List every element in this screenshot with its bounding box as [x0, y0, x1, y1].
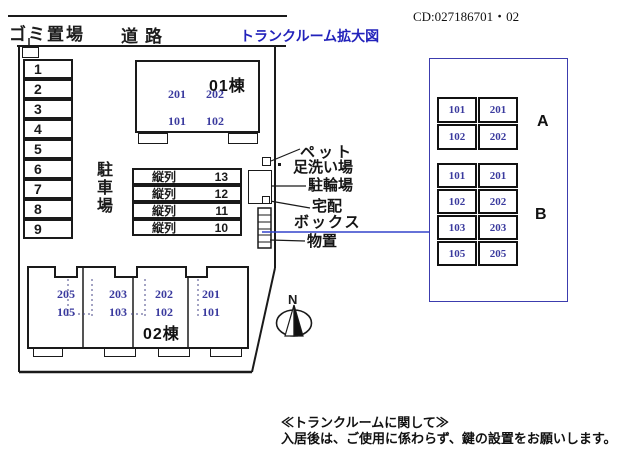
footer-note-title: ≪トランクルームに関して≫: [281, 415, 449, 430]
unit-number: 201: [168, 87, 186, 101]
building01-entrance: [138, 133, 168, 144]
unit-number: 205: [57, 287, 75, 301]
compass-north-label: N: [288, 292, 298, 307]
trunk-section-b-label: B: [535, 206, 547, 223]
trunk-cell: 101: [437, 163, 477, 188]
tandem-label: 縦列: [152, 170, 177, 184]
trunk-cell: 102: [437, 124, 477, 150]
building02-name: 02棟: [143, 326, 180, 343]
unit-number: 103: [109, 305, 127, 319]
tandem-row: 縦列 12: [132, 185, 242, 202]
pet-wash-label-line1: ペット: [300, 144, 355, 161]
trunk-diagram-title: トランクルーム拡大図: [240, 28, 380, 44]
parking-stall: 1: [23, 59, 73, 79]
trunk-cell: 205: [478, 241, 518, 266]
unit-number: 101: [202, 305, 220, 319]
building02-entrance: [104, 348, 136, 357]
parking-stall: 2: [23, 79, 73, 99]
bicycle-parking-label: 駐輪場: [308, 177, 354, 194]
parking-stall: 7: [23, 179, 73, 199]
building02-entrance: [33, 348, 63, 357]
compass-icon: [275, 304, 313, 337]
parking-stall: 3: [23, 99, 73, 119]
tandem-number: 11: [215, 203, 228, 218]
tandem-row: 縦列 13: [132, 168, 242, 185]
building01-name: 01棟: [209, 78, 246, 95]
tandem-row: 縦列 10: [132, 219, 242, 236]
storage-label: 物置: [307, 233, 338, 250]
tandem-label: 縦列: [152, 221, 177, 235]
parking-stall: 9: [23, 219, 73, 239]
building01-entrance: [228, 133, 258, 144]
trunk-cell: 103: [437, 215, 477, 240]
storage-shed-shape: [257, 207, 272, 249]
garbage-area-label: ゴミ置場: [9, 25, 85, 44]
cd-code: CD:027186701・02: [413, 9, 520, 24]
tandem-label: 縦列: [152, 187, 177, 201]
trunk-cell: 203: [478, 215, 518, 240]
garbage-box: [22, 47, 39, 58]
delivery-box-label-line2: ボックス: [294, 214, 362, 231]
trunk-cell: 201: [478, 97, 518, 123]
pet-wash-label-line2: 足洗い場: [293, 159, 354, 176]
tandem-number: 13: [214, 169, 228, 184]
parking-stall: 5: [23, 139, 73, 159]
delivery-box-label-line1: 宅配: [312, 198, 343, 215]
unit-number: 202: [206, 87, 224, 101]
road-label: 道路: [121, 27, 169, 46]
delivery-box-shape: [262, 196, 270, 204]
trunk-cell: 202: [478, 124, 518, 150]
unit-number: 201: [202, 287, 220, 301]
trunk-cell: 105: [437, 241, 477, 266]
building02-dashed-lines: [67, 279, 199, 316]
parking-lot-label: 駐車場: [94, 161, 111, 215]
unit-number: 102: [155, 305, 173, 319]
trunk-cell: 101: [437, 97, 477, 123]
pet-wash-box: [262, 157, 271, 166]
building02-entrance: [210, 348, 242, 357]
trunk-section-a-grid: 101 201 102 202: [437, 97, 518, 150]
plan-dot: [278, 163, 281, 166]
unit-number: 105: [57, 305, 75, 319]
tandem-label: 縦列: [152, 204, 177, 218]
trunk-section-b-grid: 101 201 102 202 103 203 105 205: [437, 163, 518, 266]
unit-number: 203: [109, 287, 127, 301]
parking-stall: 4: [23, 119, 73, 139]
footer-note-body: 入居後は、ご使用に係わらず、鍵の設置をお願いします。: [281, 431, 617, 446]
unit-number: 102: [206, 114, 224, 128]
trunk-cell: 202: [478, 189, 518, 214]
trunk-cell: 201: [478, 163, 518, 188]
tandem-row: 縦列 11: [132, 202, 242, 219]
unit-number: 202: [155, 287, 173, 301]
tandem-number: 10: [214, 220, 228, 235]
trunk-cell: 102: [437, 189, 477, 214]
parking-stall: 8: [23, 199, 73, 219]
tandem-number: 12: [214, 186, 228, 201]
trunk-section-a-label: A: [537, 113, 549, 130]
unit-number: 101: [168, 114, 186, 128]
building01-outline: [135, 60, 260, 133]
parking-stall: 6: [23, 159, 73, 179]
building02-entrance: [158, 348, 190, 357]
